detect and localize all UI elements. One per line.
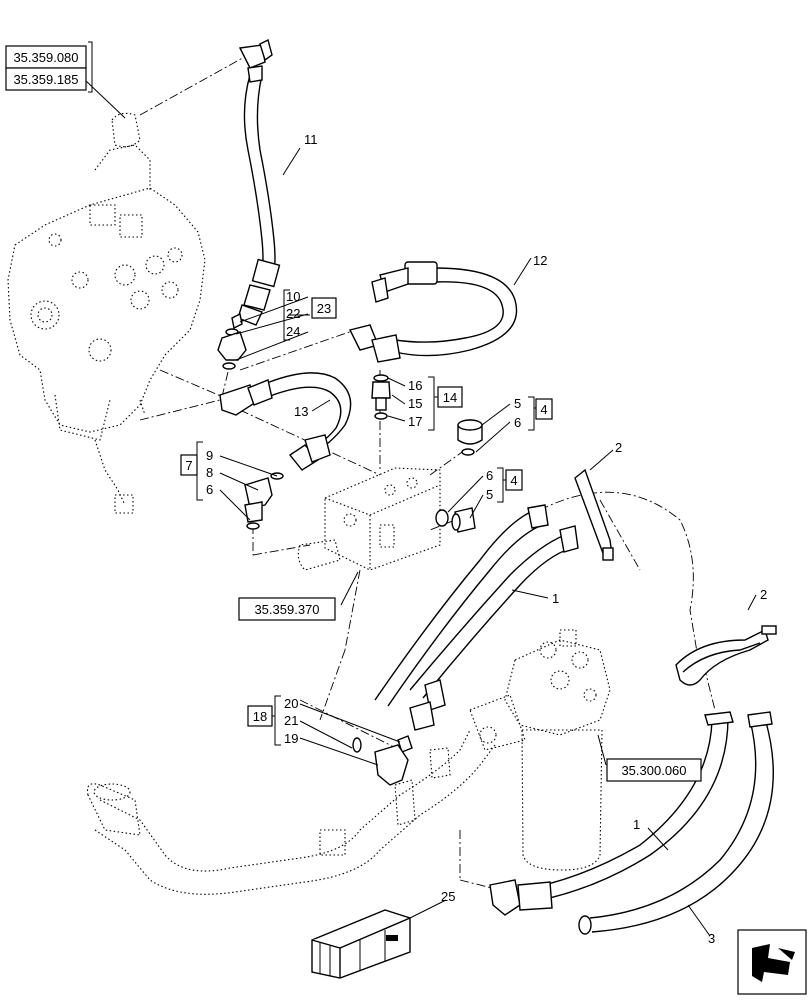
hose-1-right	[519, 711, 734, 905]
reference-35-359-370[interactable]: 35.359.370	[238, 597, 336, 621]
fitting-group-7	[244, 472, 284, 530]
callout-16: 16	[408, 378, 422, 393]
callout-17: 17	[408, 414, 422, 429]
reference-35-359-080[interactable]: 35.359.080	[5, 45, 87, 69]
callout-1-right: 1	[633, 817, 640, 832]
callout-5-upper: 5	[514, 396, 521, 411]
filter-assembly	[469, 629, 611, 871]
callout-9: 9	[206, 448, 213, 463]
callout-19: 19	[284, 731, 298, 746]
svg-text:4: 4	[510, 473, 517, 488]
fitting-group-18	[352, 735, 413, 786]
callout-11: 11	[304, 132, 318, 147]
reference-35-300-060[interactable]: 35.300.060	[606, 758, 702, 782]
callout-14-box: 14	[437, 386, 463, 408]
callout-5-lower: 5	[486, 487, 493, 502]
callout-13: 13	[294, 404, 308, 419]
callout-7-box: 7	[180, 454, 198, 476]
hose-3-right	[578, 711, 774, 935]
callout-4-box-upper: 4	[535, 398, 553, 420]
kit-box-icon	[311, 909, 411, 979]
callout-numbers: 11 12 10 22 24 16 15 17 13 5 6 9 8 6 6 5…	[206, 132, 767, 946]
svg-text:35.359.370: 35.359.370	[254, 602, 319, 617]
callout-22: 22	[286, 306, 300, 321]
callout-20: 20	[284, 696, 298, 711]
svg-text:23: 23	[317, 301, 331, 316]
plug-group-4-lower	[435, 507, 476, 533]
return-pipe	[86, 729, 496, 895]
manifold-block	[297, 467, 441, 571]
svg-text:14: 14	[443, 390, 457, 405]
callout-2-upper: 2	[615, 440, 622, 455]
svg-text:35.359.185: 35.359.185	[13, 72, 78, 87]
hose-12	[348, 261, 518, 363]
callout-18-box: 18	[247, 705, 273, 727]
callout-21: 21	[284, 713, 298, 728]
callout-6-upper: 6	[514, 415, 521, 430]
hose-end-fitting	[489, 879, 553, 916]
callout-12: 12	[533, 253, 547, 268]
leader-lines	[84, 79, 757, 937]
hose-11	[237, 38, 281, 326]
callout-24: 24	[286, 324, 300, 339]
svg-text:35.359.080: 35.359.080	[13, 50, 78, 65]
reference-35-359-185[interactable]: 35.359.185	[5, 67, 87, 91]
fitting-group-14	[371, 374, 391, 420]
fitting-group-23	[217, 312, 247, 370]
callout-1-middle: 1	[552, 591, 559, 606]
band-2-upper	[574, 468, 614, 561]
callout-4-box-lower: 4	[505, 469, 523, 491]
svg-text:35.300.060: 35.300.060	[621, 763, 686, 778]
callout-2-lower: 2	[760, 587, 767, 602]
svg-text:7: 7	[185, 458, 192, 473]
callout-6-left: 6	[206, 482, 213, 497]
band-2-lower	[675, 625, 777, 686]
svg-text:4: 4	[540, 402, 547, 417]
control-valve-assembly	[7, 112, 206, 514]
hose-13	[219, 372, 352, 471]
callout-23-box: 23	[311, 297, 337, 319]
callout-10: 10	[286, 289, 300, 304]
callout-25: 25	[441, 889, 455, 904]
callout-3: 3	[708, 931, 715, 946]
callout-15: 15	[408, 396, 422, 411]
arrow-return-icon[interactable]	[737, 929, 807, 995]
group-brackets	[88, 41, 536, 746]
callout-6-lower: 6	[486, 468, 493, 483]
plug-group-4-upper	[457, 419, 483, 456]
svg-text:18: 18	[253, 709, 267, 724]
callout-8: 8	[206, 465, 213, 480]
hose-1-middle	[374, 504, 579, 731]
